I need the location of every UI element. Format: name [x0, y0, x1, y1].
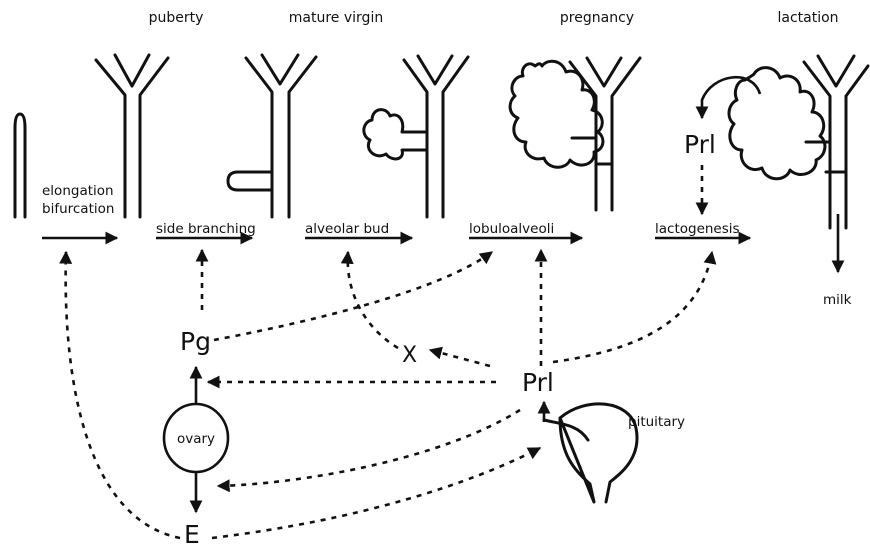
stage-label-lactation: lactation: [777, 10, 838, 26]
label-elongation: elongation: [42, 183, 114, 199]
rudimentary-duct: [15, 114, 25, 217]
hormone-prl: Prl: [522, 368, 554, 397]
arrow-e-to-elongation: [66, 252, 180, 538]
label-lobuloalveoli: lobuloalveoli: [469, 221, 554, 237]
hormone-pg: Pg: [180, 327, 211, 356]
hormone-e: E: [184, 520, 200, 549]
side-branched-duct: [228, 55, 316, 217]
hormone-x: X: [402, 343, 417, 368]
arrow-prl-to-lactogenesis: [553, 252, 712, 362]
label-pituitary: pituitary: [628, 414, 685, 430]
arrow-x-to-alveolar-bud: [348, 252, 398, 348]
stage-label-pregnancy: pregnancy: [560, 10, 634, 26]
label-lactogenesis: lactogenesis: [655, 221, 740, 237]
label-side-branching: side branching: [156, 221, 256, 237]
pituitary-organ: [544, 404, 637, 502]
hormone-prl-lactation: Prl: [684, 130, 716, 159]
arrow-e-to-pituitary: [212, 448, 540, 538]
lobuloalveolar-gland-pregnancy: [510, 58, 640, 210]
label-alveolar-bud: alveolar bud: [305, 221, 389, 237]
stage-label-puberty: puberty: [149, 10, 204, 26]
label-bifurcation: bifurcation: [42, 201, 114, 217]
label-ovary: ovary: [177, 431, 215, 447]
label-milk: milk: [823, 292, 852, 308]
alveolar-bud-duct: [364, 56, 468, 217]
stage-label-mature-virgin: mature virgin: [289, 10, 383, 26]
arrow-prl-to-x: [430, 350, 490, 366]
arrow-prl-feedback-curve: [702, 77, 760, 118]
arrow-prl-to-e: [218, 410, 520, 486]
